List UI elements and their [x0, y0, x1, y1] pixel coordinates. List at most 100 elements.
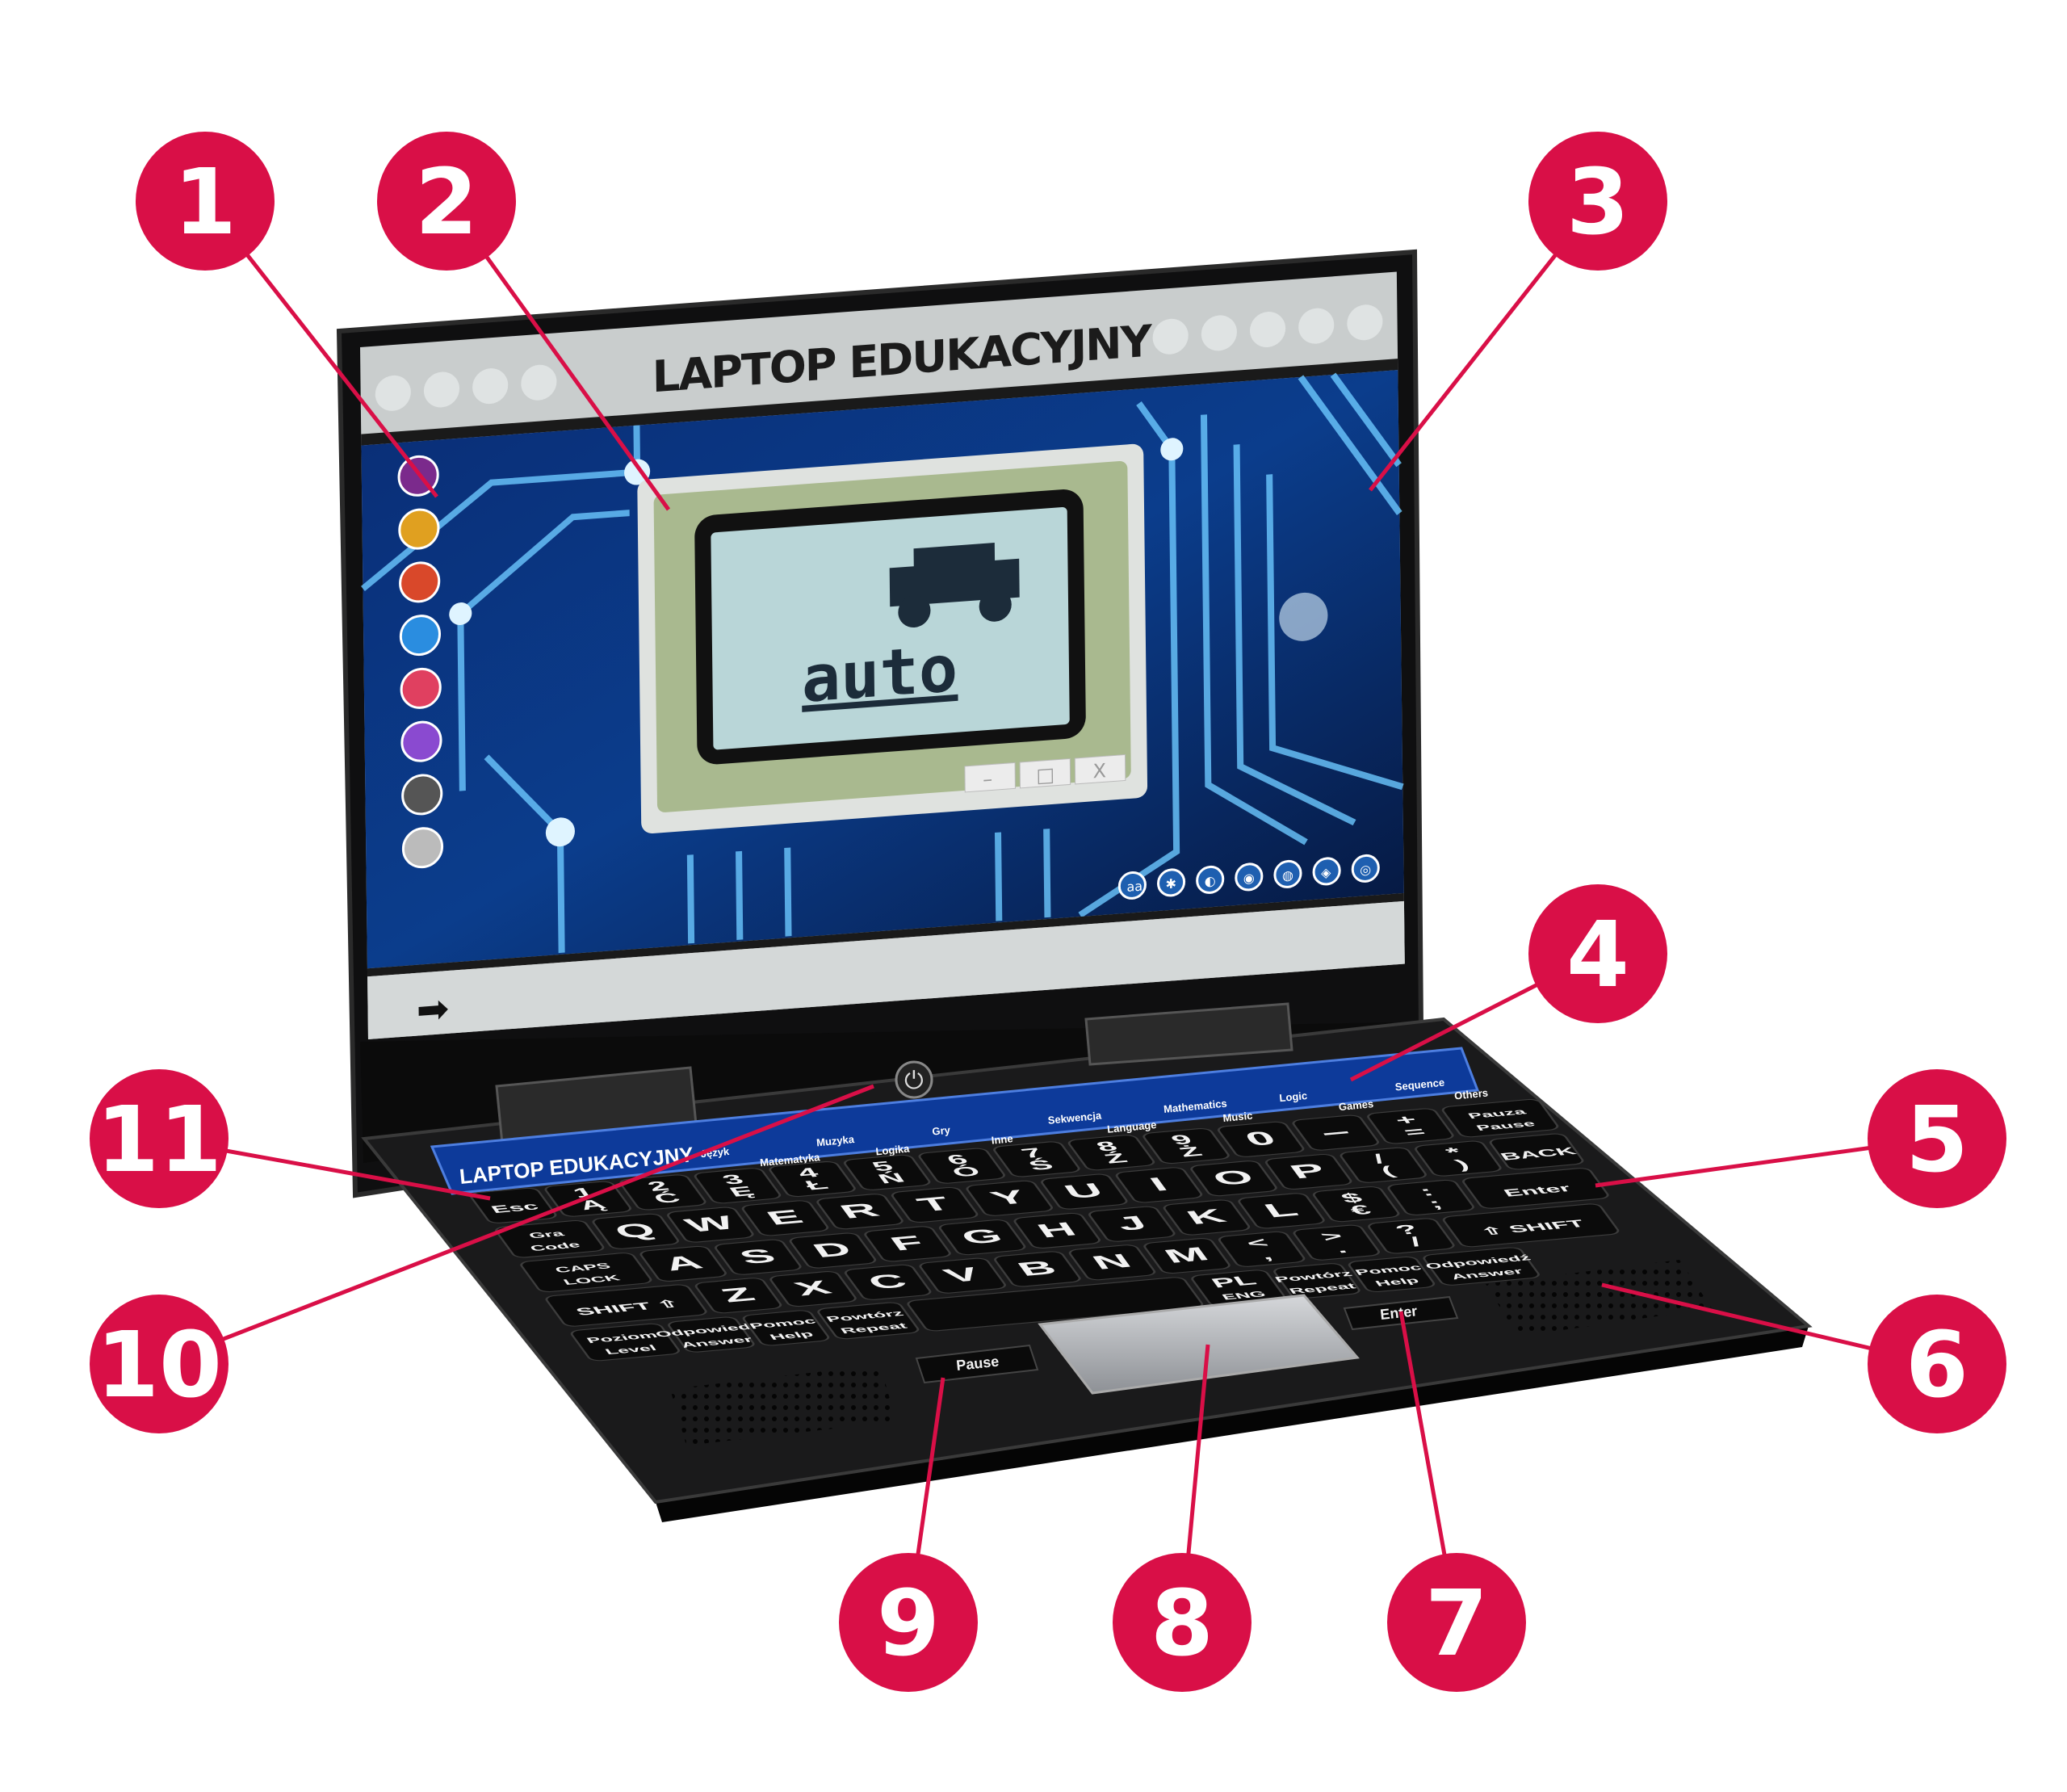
pause-button[interactable]: Pause — [915, 1344, 1039, 1384]
taskbar-icon[interactable]: ◉ — [1235, 862, 1264, 892]
key[interactable] — [906, 1277, 1205, 1332]
key-label: Ż — [1175, 1144, 1205, 1160]
key[interactable]: J — [1087, 1206, 1176, 1242]
taskbar-icons: aa ✱ ◐ ◉ ◍ ◈ ◎ — [1117, 854, 1380, 900]
key[interactable]: U — [1039, 1173, 1129, 1210]
key[interactable]: X — [769, 1271, 858, 1307]
taskbar-icon[interactable]: ◍ — [1273, 859, 1302, 888]
hard-drive-icon[interactable] — [401, 774, 443, 816]
key[interactable]: 2Ć — [618, 1174, 707, 1211]
laptop-lid: LAPTOP EDUKACYJNY ➡ aa✱◐◉◍◈◎ — [336, 249, 1424, 1198]
key[interactable]: E — [740, 1200, 830, 1236]
key[interactable]: += — [1365, 1108, 1455, 1144]
key[interactable]: O — [1189, 1160, 1279, 1197]
key[interactable]: K — [1162, 1199, 1252, 1236]
glow-nodes — [449, 438, 1328, 847]
key[interactable]: <, — [1217, 1231, 1306, 1267]
taskbar-icon[interactable]: ✱ — [1156, 868, 1186, 897]
browser-icon[interactable] — [399, 615, 441, 657]
key[interactable]: R — [815, 1194, 905, 1230]
key[interactable]: $€ — [1311, 1186, 1401, 1223]
key[interactable]: I — [1114, 1167, 1204, 1203]
taskbar-icon-glyph: ◈ — [1321, 865, 1331, 881]
key[interactable]: 0 — [1216, 1121, 1306, 1157]
key-label: Ś — [1025, 1157, 1057, 1173]
key[interactable]: :; — [1386, 1179, 1476, 1215]
trash-icon[interactable] — [401, 827, 444, 869]
key[interactable]: 5Ń — [842, 1154, 932, 1190]
key[interactable]: 7Ś — [992, 1141, 1081, 1177]
key[interactable]: BACK — [1488, 1133, 1585, 1170]
key[interactable]: >. — [1292, 1224, 1381, 1261]
callout-4: 4 — [1528, 884, 1667, 1023]
key-label: Ź — [1101, 1150, 1131, 1166]
key[interactable]: 6Ó — [917, 1148, 1007, 1184]
key[interactable]: F — [863, 1226, 953, 1262]
key[interactable]: G — [937, 1219, 1027, 1256]
key[interactable]: D — [788, 1232, 878, 1269]
minimize-button[interactable] — [964, 762, 1016, 793]
callout-number: 7 — [1425, 1572, 1488, 1677]
key[interactable]: N — [1067, 1244, 1157, 1281]
taskbar-icon[interactable]: aa — [1117, 871, 1147, 900]
screen-area: LAPTOP EDUKACYJNY ➡ aa✱◐◉◍◈◎ — [360, 271, 1405, 1039]
key[interactable]: 4Ł — [768, 1161, 857, 1198]
key[interactable]: Y — [965, 1180, 1054, 1216]
callout-11: 11 — [90, 1069, 229, 1208]
key[interactable]: H — [1013, 1212, 1102, 1249]
callout-number: 5 — [1906, 1088, 1968, 1193]
key[interactable]: 8Ź — [1067, 1135, 1156, 1171]
mail-icon[interactable] — [400, 667, 442, 709]
callout-number: 1 — [174, 150, 237, 255]
key[interactable]: Enter — [1461, 1168, 1610, 1210]
key[interactable]: ?/ — [1366, 1218, 1456, 1254]
key[interactable]: Z — [694, 1278, 783, 1314]
window-buttons: – □ X — [964, 753, 1126, 793]
key[interactable]: B — [992, 1251, 1082, 1287]
key[interactable]: S — [713, 1239, 803, 1275]
disc-box-icon[interactable] — [399, 561, 441, 603]
key[interactable]: C — [843, 1264, 933, 1300]
key[interactable]: SHIFT ⇧ — [544, 1284, 709, 1327]
callout-3: 3 — [1528, 132, 1667, 271]
taskbar-icon[interactable]: ◐ — [1196, 865, 1225, 894]
purple-folder-icon[interactable] — [400, 720, 442, 762]
key[interactable]: ⇧ SHIFT — [1441, 1203, 1620, 1248]
key[interactable]: M — [1143, 1238, 1232, 1274]
maximize-button[interactable] — [1019, 758, 1071, 789]
key[interactable]: 3Ę — [693, 1168, 782, 1204]
folder-icon[interactable] — [398, 508, 440, 550]
key[interactable]: A — [639, 1245, 728, 1282]
key[interactable]: Esc — [468, 1187, 558, 1223]
key-label: ENG — [1220, 1290, 1268, 1302]
callout-number: 3 — [1566, 150, 1629, 255]
key[interactable]: *) — [1413, 1140, 1503, 1177]
key[interactable]: – — [1291, 1114, 1381, 1151]
key[interactable]: 9Ż — [1142, 1128, 1231, 1165]
key[interactable]: P — [1264, 1153, 1353, 1190]
key[interactable]: T — [890, 1186, 979, 1223]
arrow-right-icon[interactable]: ➡ — [416, 986, 449, 1034]
key[interactable]: L — [1237, 1193, 1327, 1229]
key[interactable]: /( — [1339, 1147, 1428, 1183]
key[interactable]: W — [665, 1207, 755, 1243]
key[interactable]: Q — [591, 1213, 681, 1249]
key[interactable]: V — [918, 1257, 1008, 1294]
strip-category: Inne — [991, 1132, 1013, 1146]
taskbar-icon[interactable]: ◈ — [1312, 857, 1341, 886]
taskbar-icon[interactable]: ◎ — [1351, 854, 1380, 883]
touchpad[interactable] — [1038, 1294, 1360, 1395]
close-button[interactable] — [1074, 753, 1126, 785]
power-button[interactable]: ⏻ — [895, 1060, 933, 1099]
